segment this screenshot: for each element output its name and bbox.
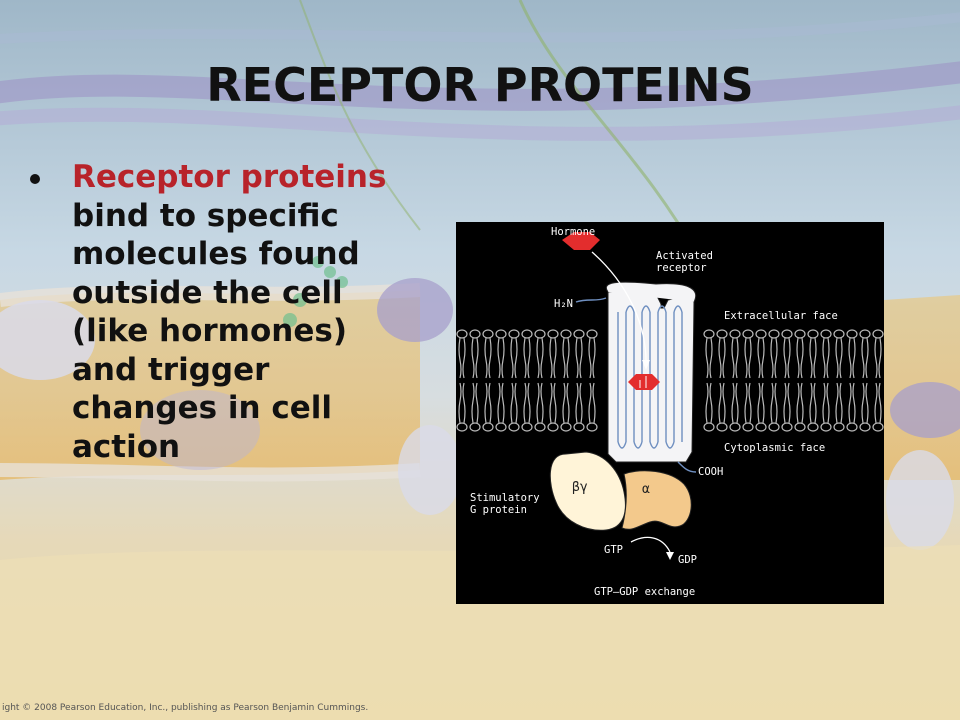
label-stimulatory-g-protein: Stimulatory G protein	[470, 492, 540, 516]
label-beta-gamma: βγ	[572, 480, 588, 495]
receptor-diagram-art	[456, 232, 884, 560]
label-gtp: GTP	[604, 544, 623, 556]
label-extracellular-face: Extracellular face	[724, 310, 838, 322]
slide-title: RECEPTOR PROTEINS	[206, 58, 754, 112]
bound-hormone	[628, 374, 660, 390]
label-alpha: α	[642, 482, 650, 497]
label-activated-receptor: Activated receptor	[656, 250, 713, 274]
bullet-rest: bind to specific molecules found outside…	[72, 197, 360, 465]
receptor-diagram: Hormone Activated receptor H₂N Extracell…	[456, 222, 884, 604]
bullet-highlight: Receptor proteins	[72, 159, 387, 195]
bullet-dot-icon	[30, 174, 40, 184]
label-gdp: GDP	[678, 554, 697, 566]
bullet-text: Receptor proteins bind to specific molec…	[72, 158, 410, 466]
binding-arrow	[591, 251, 647, 363]
hormone-molecule	[562, 232, 600, 250]
copyright-notice: ight © 2008 Pearson Education, Inc., pub…	[2, 703, 369, 713]
g-protein-alpha	[621, 470, 692, 530]
label-hormone: Hormone	[551, 226, 596, 238]
g-protein-beta-gamma	[549, 451, 626, 531]
label-nh2: H₂N	[554, 298, 573, 310]
bullet-item: Receptor proteins bind to specific molec…	[30, 158, 410, 466]
label-cooh: COOH	[698, 466, 724, 478]
lipid-bilayer	[456, 329, 884, 432]
label-cytoplasmic-face: Cytoplasmic face	[724, 442, 826, 454]
label-gtp-gdp-exchange: GTP–GDP exchange	[594, 586, 696, 598]
